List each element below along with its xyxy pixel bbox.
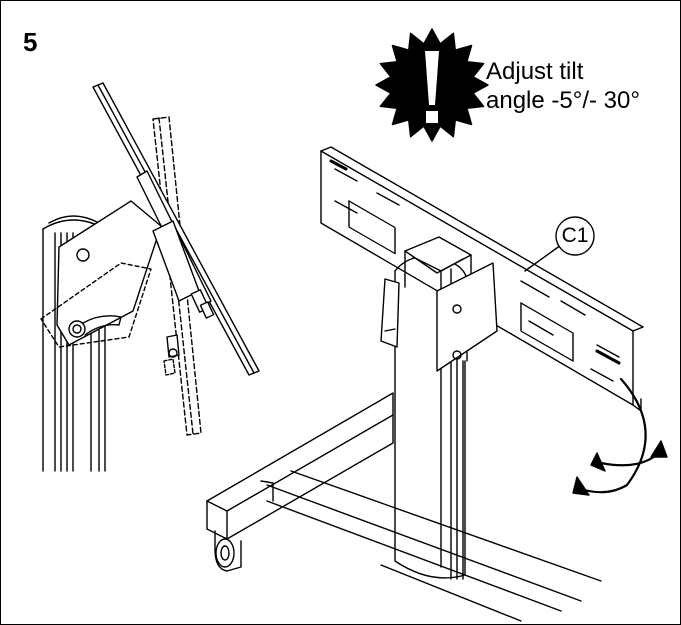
callout-c1-label: C1: [561, 224, 589, 247]
tv-stand-assembly: [206, 146, 668, 622]
step-number: 5: [23, 27, 38, 57]
warning-caption: Adjust tilt angle -5°/- 30°: [486, 57, 640, 115]
warning-line-2: angle -5°/- 30°: [486, 87, 640, 114]
exclamation-burst-icon: [375, 28, 489, 142]
side-detail-view: [40, 82, 260, 472]
warning-line-1: Adjust tilt: [486, 58, 584, 85]
